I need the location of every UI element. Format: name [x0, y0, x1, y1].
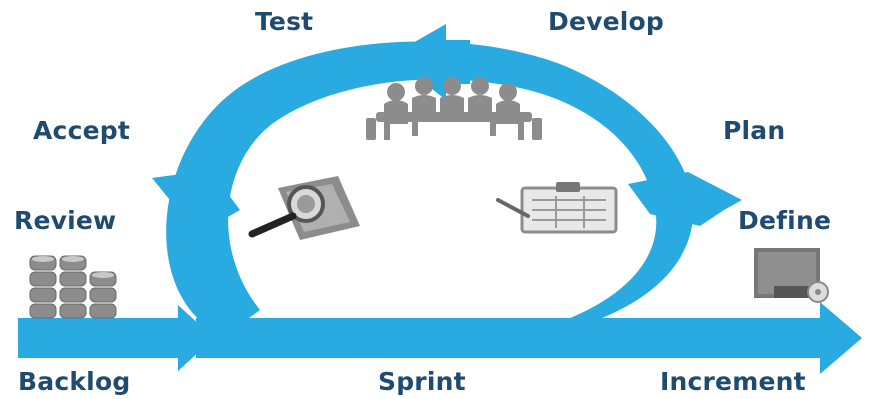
label-increment: Increment [660, 367, 806, 396]
backlog-arrow [18, 305, 214, 371]
label-review: Review [14, 206, 117, 235]
label-accept: Accept [33, 116, 130, 145]
database-stack-icon [29, 255, 117, 319]
plan-arrowhead [628, 172, 742, 226]
sprint-cycle-loop [166, 41, 694, 354]
label-test: Test [255, 7, 314, 36]
magnifier-document-icon [248, 176, 360, 240]
meeting-icon [366, 77, 542, 140]
server-disc-icon [754, 248, 829, 303]
label-define: Define [738, 206, 832, 235]
accept-arrowhead [152, 170, 240, 232]
label-sprint: Sprint [378, 367, 466, 396]
label-backlog: Backlog [18, 367, 131, 396]
clipboard-icon [496, 182, 618, 234]
label-develop: Develop [548, 7, 664, 36]
label-plan: Plan [723, 116, 786, 145]
